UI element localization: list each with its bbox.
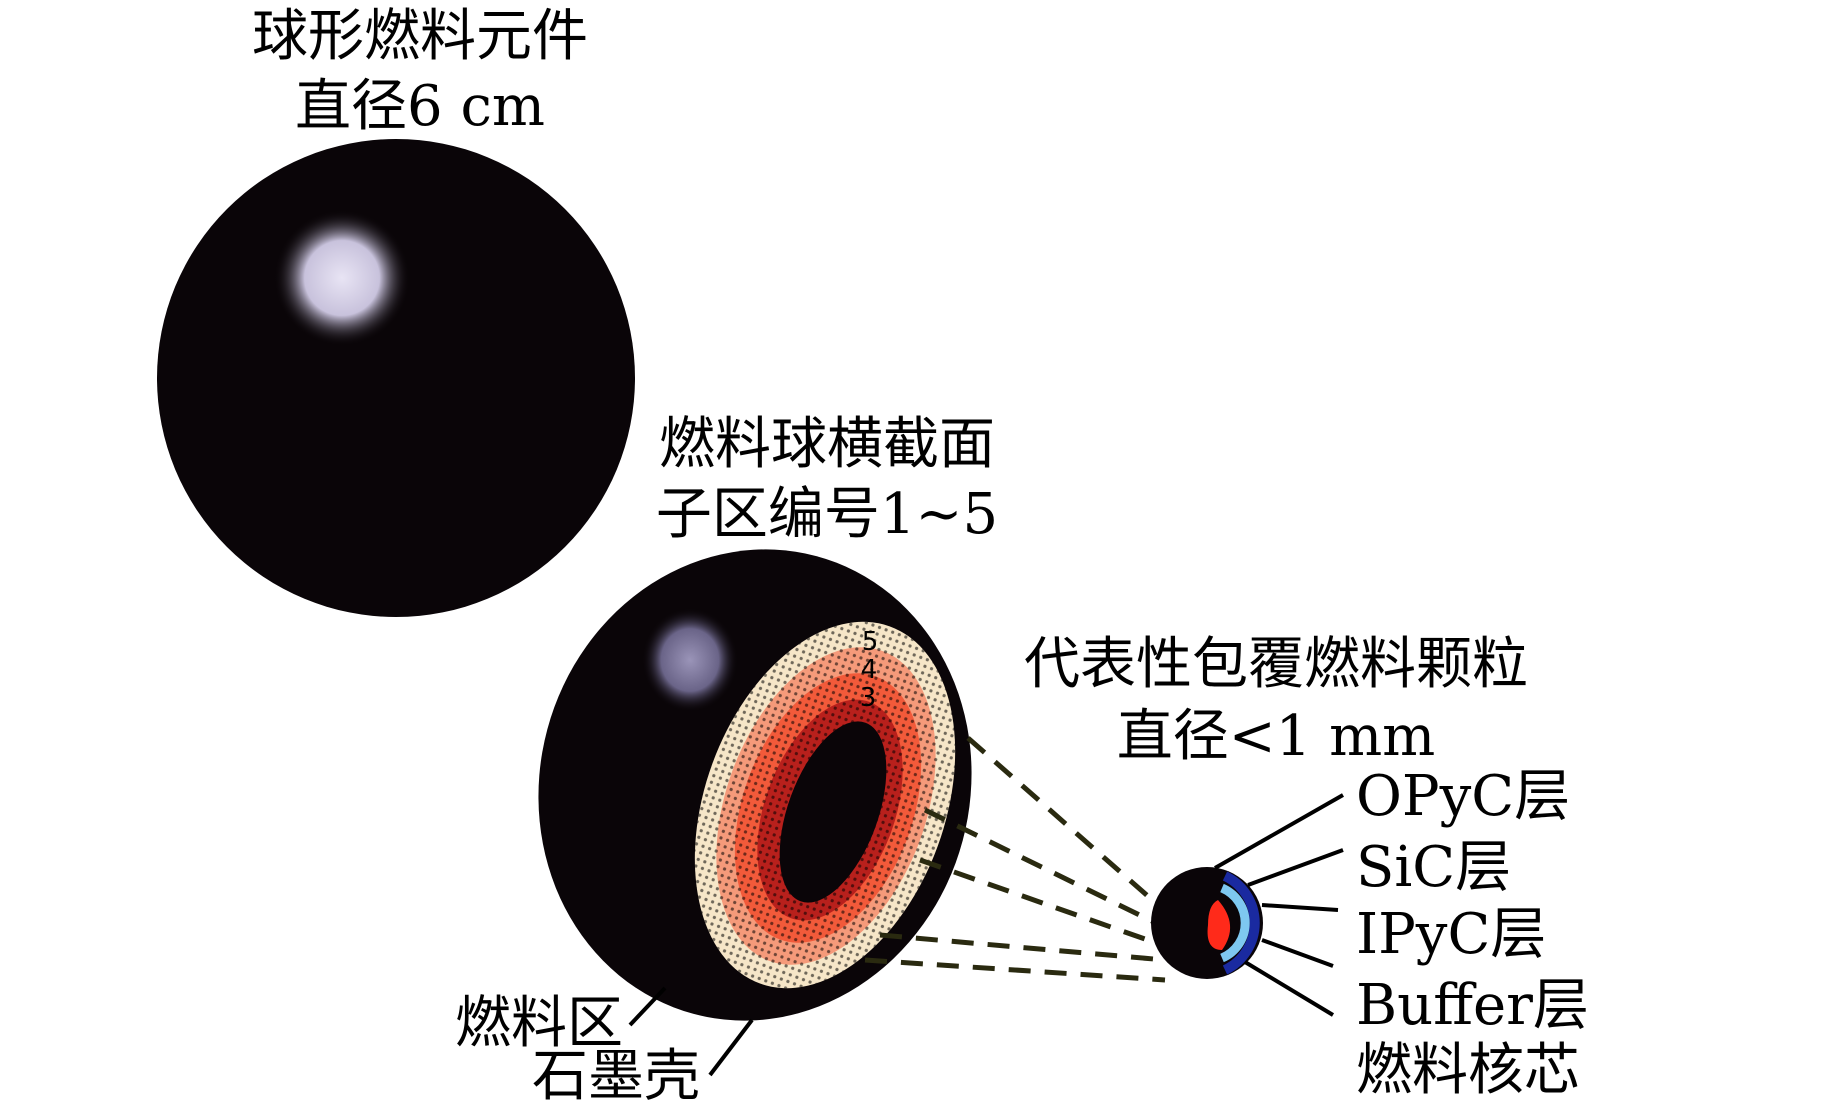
- label-buffer: Buffer层: [1356, 973, 1589, 1038]
- sphere-diameter: 直径6 cm: [295, 74, 545, 139]
- zone-number-4: 4: [861, 655, 878, 685]
- cut-sphere: 5 4 3: [538, 549, 972, 1021]
- leader-lines: [628, 793, 1344, 1077]
- label-fuel-zone: 燃料区: [455, 991, 623, 1056]
- label-ipyc: IPyC层: [1356, 902, 1546, 967]
- coated-particle: [1151, 867, 1263, 979]
- ipyc-layer: [1220, 883, 1250, 963]
- projection-lines: [864, 736, 1166, 983]
- zone-number-3: 3: [860, 683, 877, 713]
- fuel-sphere: [157, 139, 635, 617]
- sphere-title: 球形燃料元件: [252, 4, 588, 69]
- particle-diameter: 直径<1 mm: [1117, 704, 1436, 769]
- label-graphite-shell: 石墨壳: [532, 1044, 700, 1106]
- label-fuel-kernel: 燃料核芯: [1356, 1038, 1580, 1103]
- zone-number-5: 5: [862, 627, 879, 657]
- zone-1-center: [779, 721, 887, 903]
- sic-layer: [1222, 871, 1260, 975]
- cross-section-title: 燃料球横截面: [659, 412, 995, 477]
- sphere-highlight: [274, 210, 410, 346]
- label-sic: SiC层: [1356, 835, 1511, 900]
- cut-sphere-highlight: [642, 608, 738, 712]
- fuel-kernel: [1207, 900, 1231, 950]
- label-opyc: OPyC层: [1356, 764, 1570, 829]
- cross-section-subtitle: 子区编号1~5: [656, 482, 998, 547]
- particle-title: 代表性包覆燃料颗粒: [1024, 632, 1528, 697]
